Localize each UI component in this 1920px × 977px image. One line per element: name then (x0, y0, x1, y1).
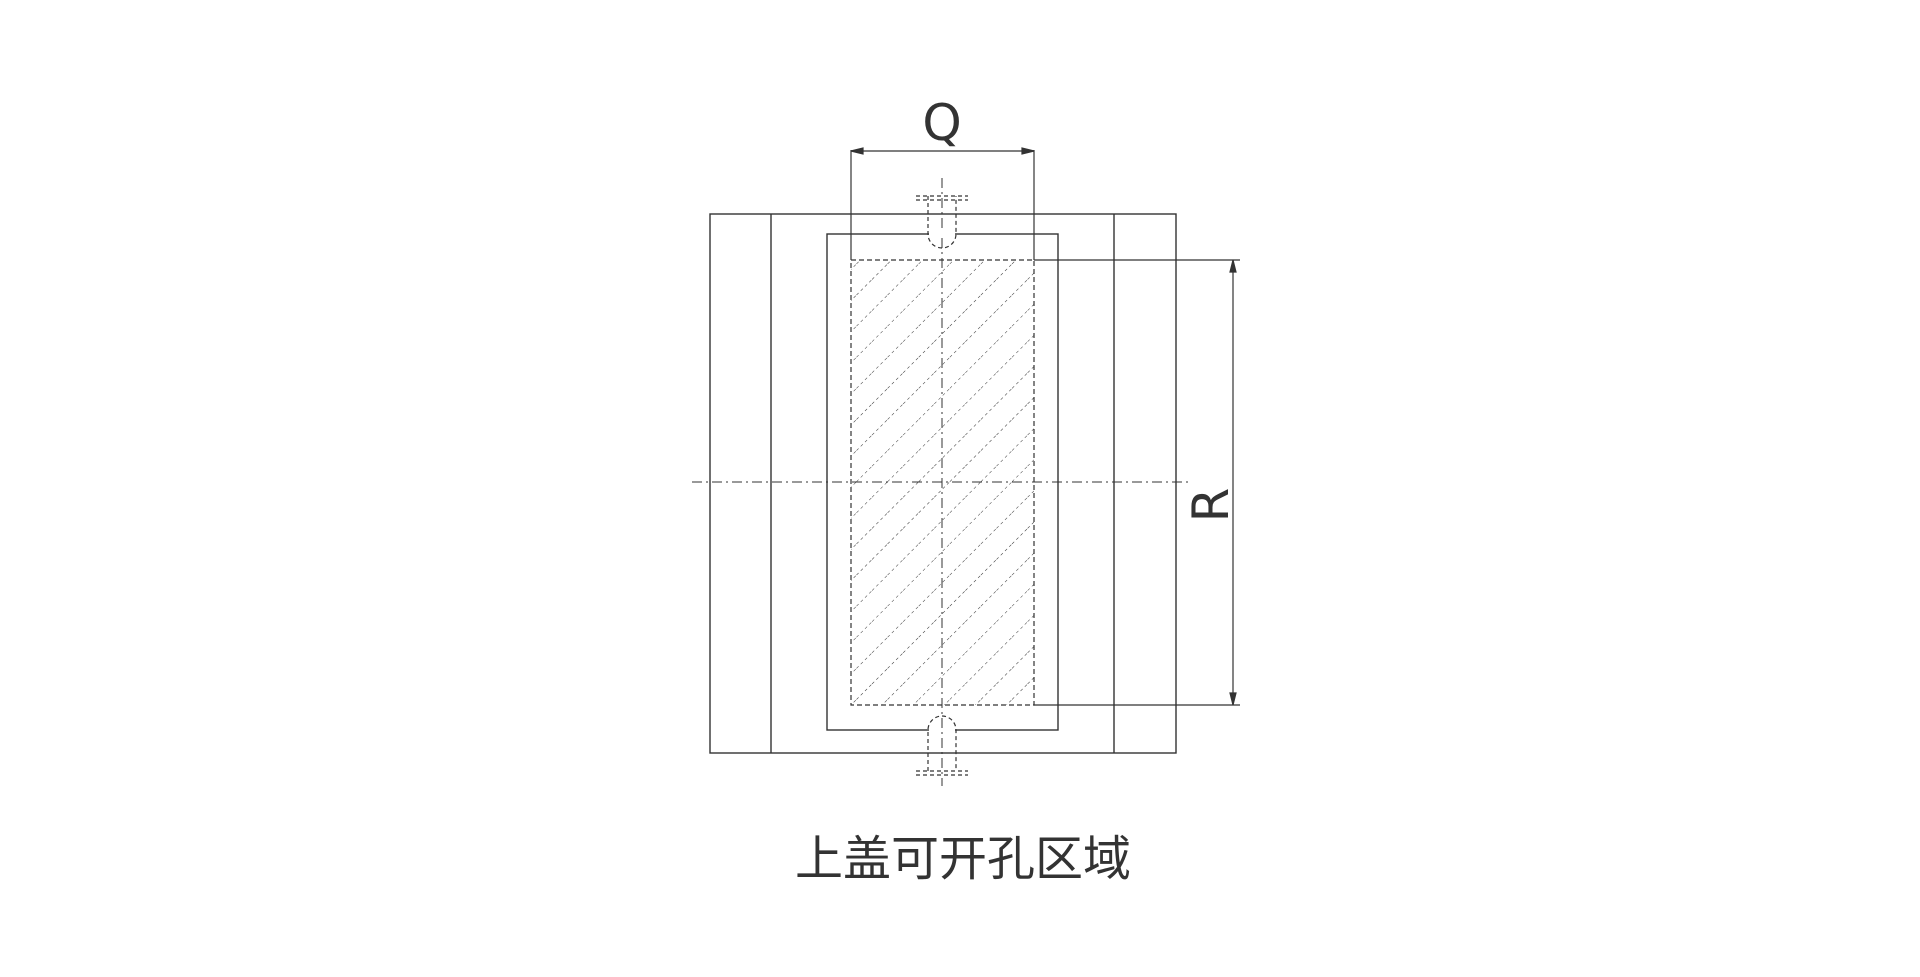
diagram-caption: 上盖可开孔区域 (795, 831, 1131, 887)
outer-body (709, 213, 1177, 754)
dimension-q (850, 147, 1035, 260)
dimension-q-label: Q (922, 94, 961, 152)
dimension-r-label: R (1182, 488, 1240, 523)
dimension-r (1034, 259, 1240, 706)
bottom-mounting-slot (916, 715, 968, 776)
top-mounting-slot (916, 195, 968, 249)
